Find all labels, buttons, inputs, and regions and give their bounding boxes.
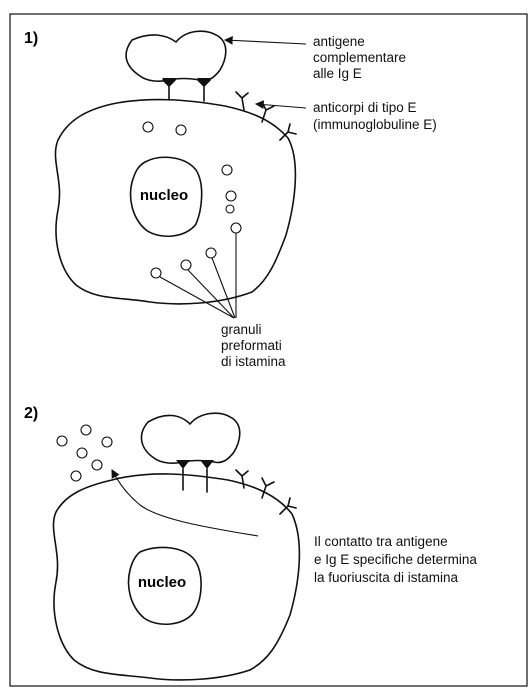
free-ige-antibodies-2 — [236, 470, 296, 514]
svg-text:Il contatto tra antigene: Il contatto tra antigene — [314, 534, 448, 549]
antibody-label: anticorpi di tipo E (immunoglobuline E) — [313, 100, 437, 132]
granule-pointer-lines — [160, 233, 236, 318]
step2-description: Il contatto tra antigene e Ig E specific… — [314, 534, 477, 585]
svg-text:alle Ig E: alle Ig E — [313, 66, 362, 81]
histamine-release-arrow — [112, 470, 258, 536]
antigen-1 — [126, 31, 226, 81]
svg-text:la fuoriuscita di istamina: la fuoriuscita di istamina — [314, 570, 459, 585]
svg-text:antigene: antigene — [313, 34, 365, 49]
step2-number: 2) — [24, 405, 38, 422]
binding-sites-2 — [176, 460, 214, 469]
step1-number: 1) — [24, 30, 38, 47]
svg-text:e Ig E specifiche determina: e Ig E specifiche determina — [314, 552, 477, 567]
svg-text:di istamina: di istamina — [221, 354, 286, 369]
nucleus-label-1: nucleo — [140, 187, 188, 204]
bound-ige-antibodies-2 — [183, 469, 207, 492]
antigen-label: antigene complementare alle Ig E — [313, 34, 406, 81]
svg-text:(immunoglobuline E): (immunoglobuline E) — [313, 117, 437, 132]
svg-text:anticorpi di tipo E: anticorpi di tipo E — [313, 100, 417, 115]
free-ige-antibodies-1 — [236, 92, 296, 140]
antigen-callout-arrow — [225, 40, 306, 44]
antigen-2 — [141, 413, 239, 463]
svg-text:granuli: granuli — [221, 322, 262, 337]
svg-text:preformati: preformati — [221, 338, 282, 353]
nucleus-label-2: nucleo — [138, 574, 186, 591]
granules-label: granuli preformati di istamina — [221, 322, 286, 369]
released-histamine-granules — [57, 425, 112, 481]
svg-text:complementare: complementare — [313, 50, 406, 65]
